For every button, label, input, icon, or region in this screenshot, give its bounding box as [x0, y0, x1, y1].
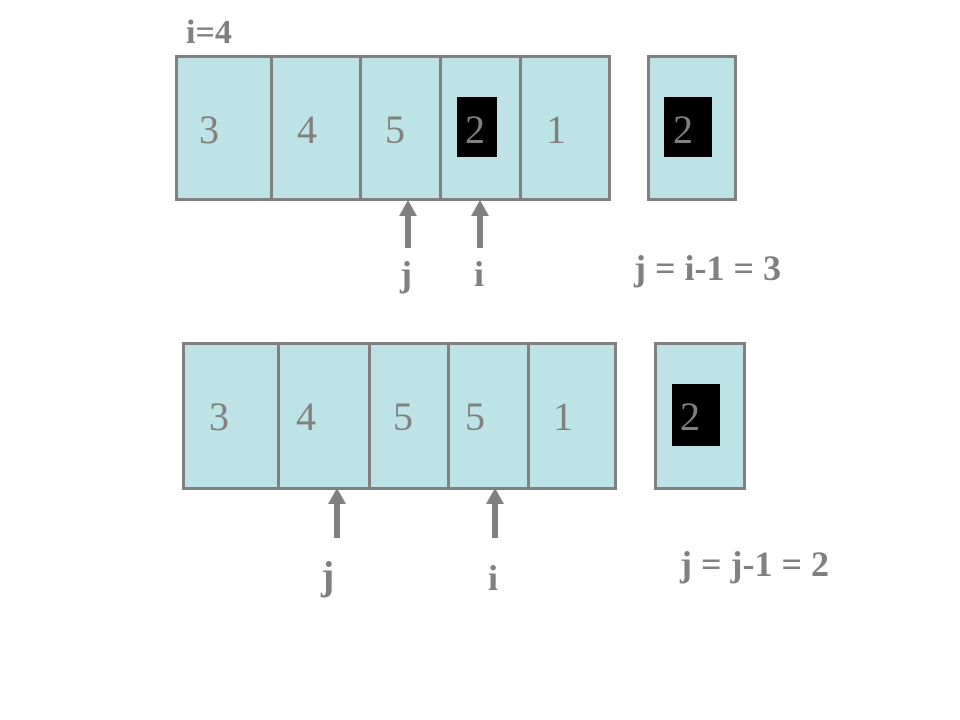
step1-temp-value: 2 — [673, 107, 693, 152]
step2-value-4: 1 — [553, 394, 573, 439]
step1-value-4: 1 — [546, 107, 566, 152]
step1-equation: j = i-1 = 3 — [634, 248, 782, 288]
step1-j-label: j — [400, 254, 412, 294]
step2-cell-0 — [182, 342, 280, 490]
step2-value-3: 5 — [465, 394, 485, 439]
step2-value-0: 3 — [209, 394, 229, 439]
step1-i-arrow-icon — [471, 200, 489, 248]
step2-cell-4 — [527, 342, 617, 490]
step2-value-2: 5 — [393, 394, 413, 439]
step1-value-1: 4 — [297, 107, 317, 152]
step2-cell-1 — [277, 342, 371, 490]
step2-temp-value: 2 — [680, 394, 700, 439]
step1-key-highlight — [457, 97, 497, 157]
step2-i-arrow-icon — [486, 488, 504, 538]
step2-j-arrow-icon — [328, 488, 346, 538]
step2-equation: j = j-1 = 2 — [680, 544, 829, 584]
step1-i-label: i — [474, 254, 485, 294]
step1-value-2: 5 — [385, 107, 405, 152]
step2-i-label: i — [488, 558, 499, 598]
step2-cell-3 — [447, 342, 530, 490]
step1-value-3: 2 — [465, 107, 485, 152]
step1-j-arrow-icon — [399, 200, 417, 248]
step2-temp-highlight — [672, 384, 720, 446]
step1-cell-1 — [270, 55, 362, 201]
step2-j-label: j — [321, 553, 335, 598]
step1-value-0: 3 — [199, 107, 219, 152]
step1-title: i=4 — [186, 14, 232, 51]
step2-value-1: 4 — [296, 394, 316, 439]
step1-cell-0 — [175, 55, 273, 201]
step1-temp-highlight — [664, 97, 712, 157]
step1-cell-4 — [519, 55, 611, 201]
step1-cell-2 — [359, 55, 442, 201]
